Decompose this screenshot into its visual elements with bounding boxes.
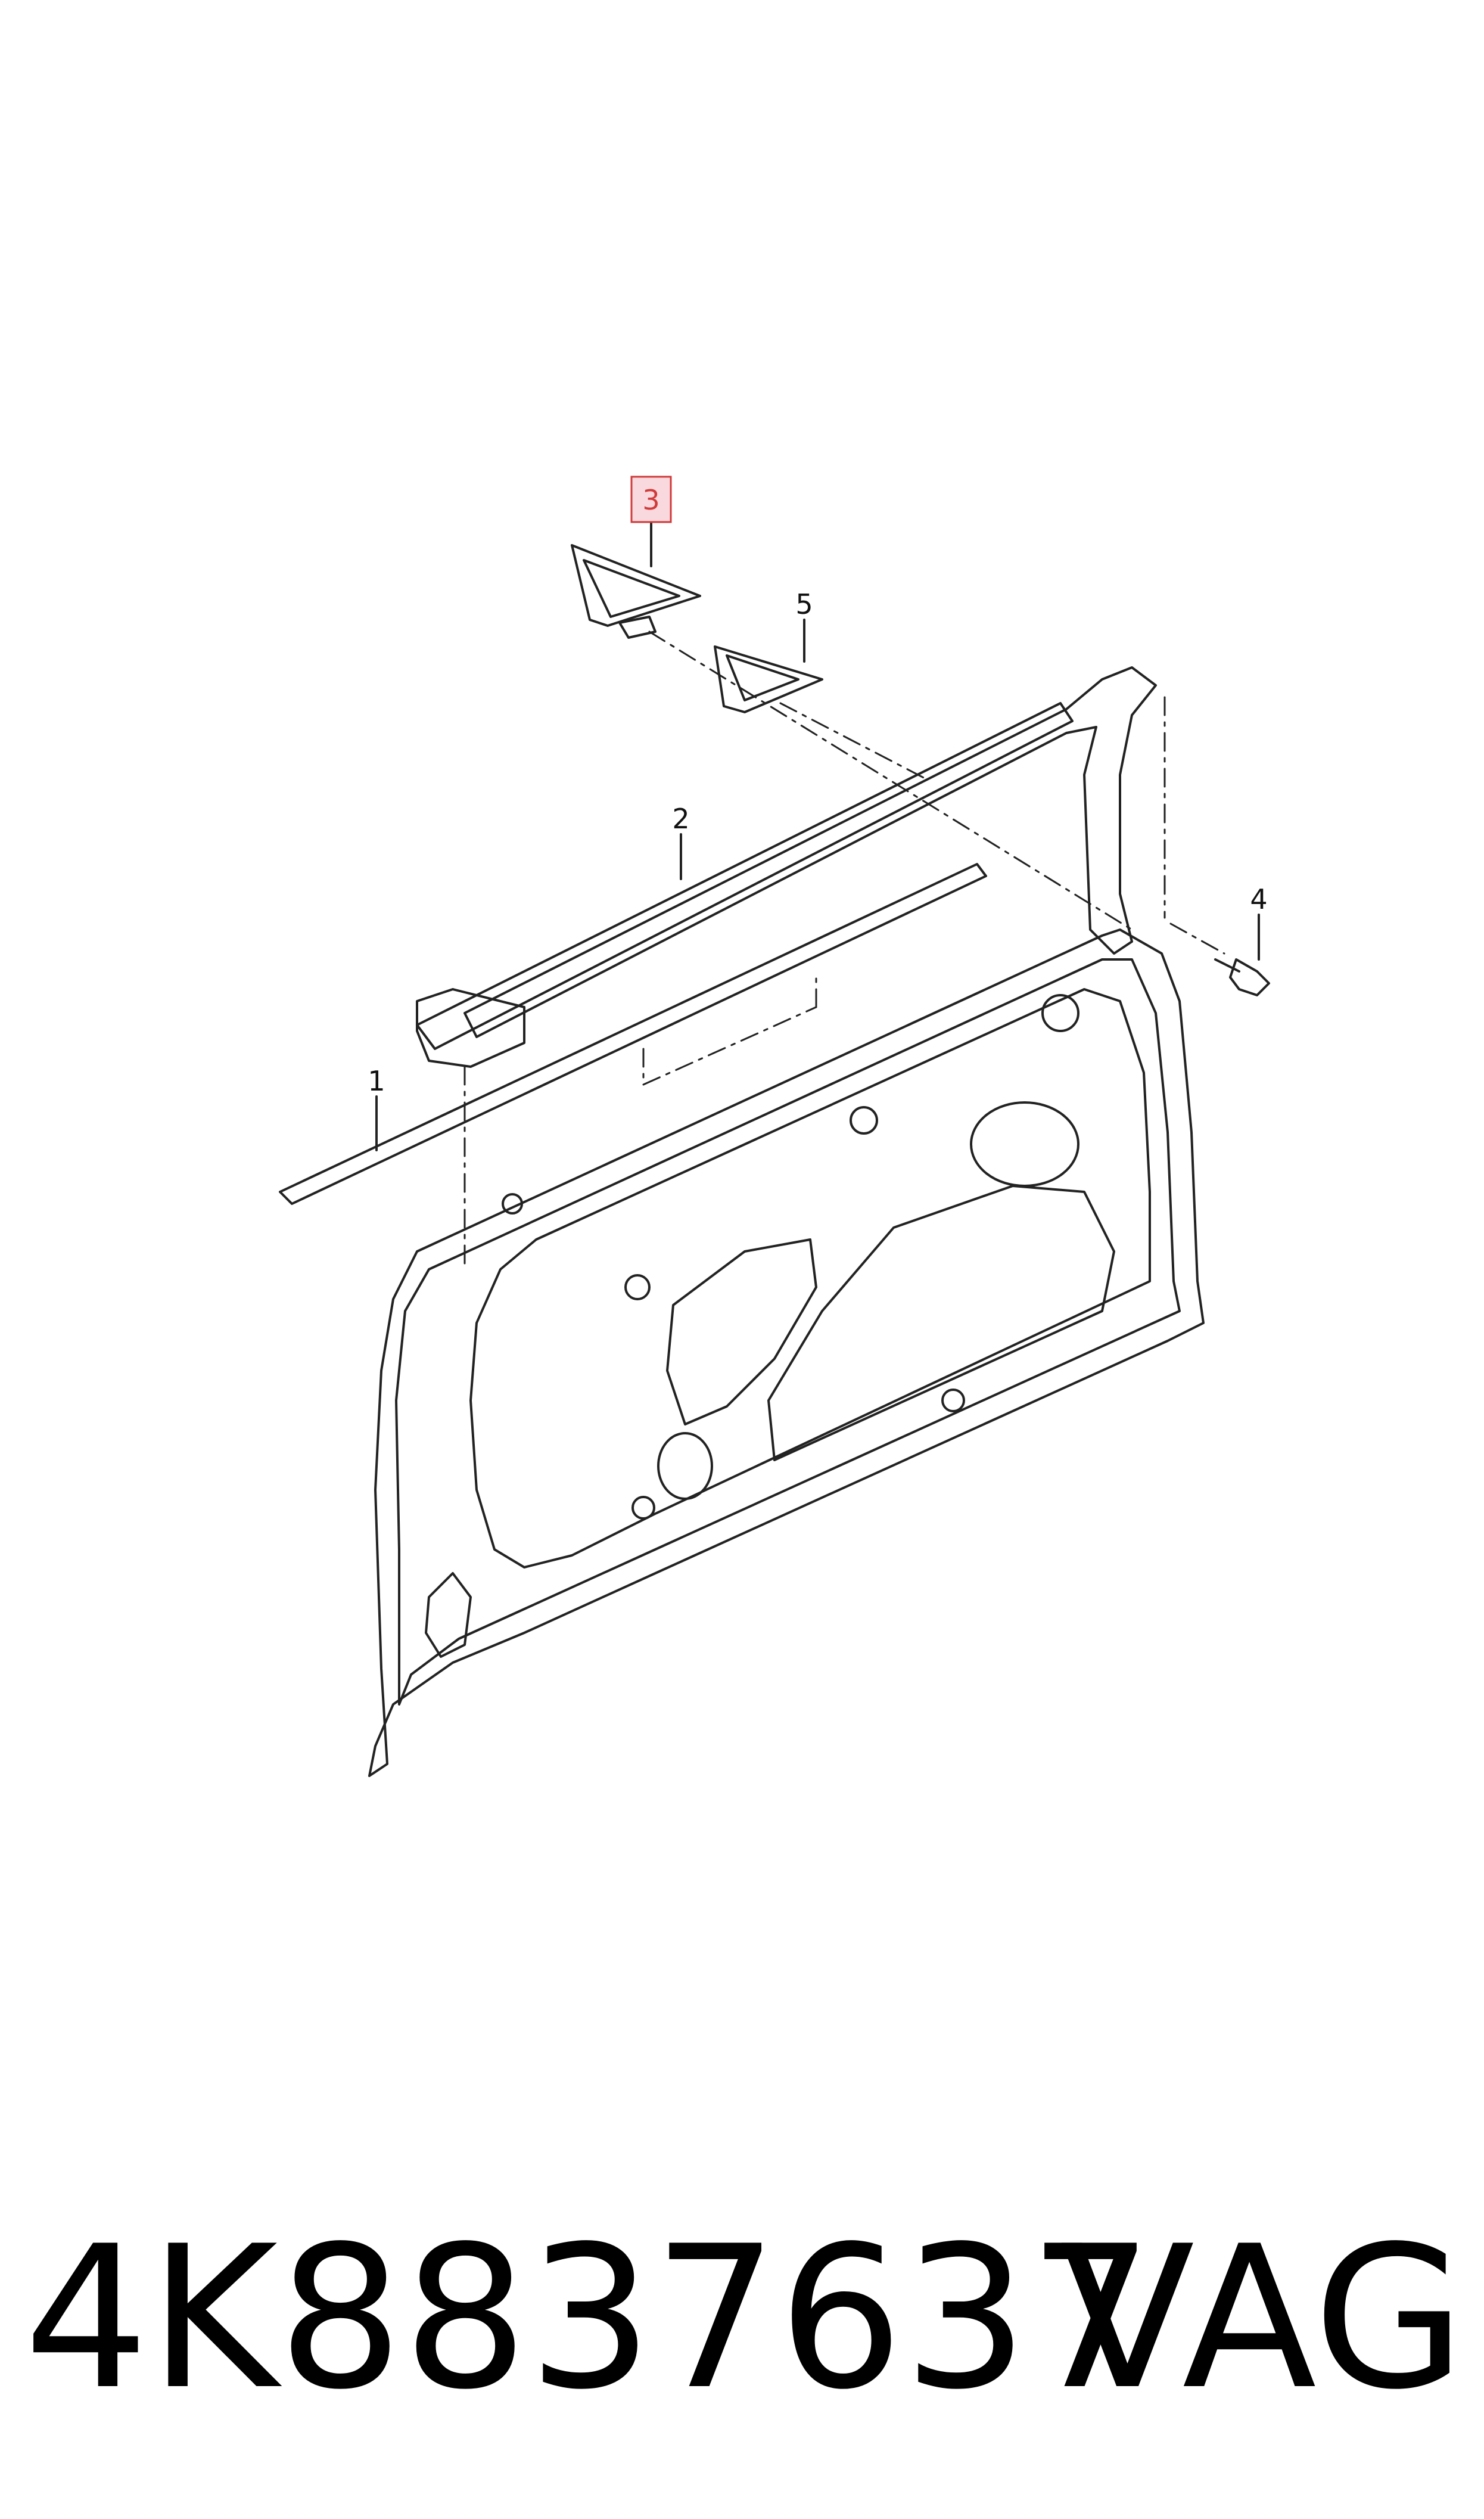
callout-label-1: 1 — [368, 1065, 385, 1097]
window-frame — [463, 666, 1157, 1038]
door-shell-inner-edge — [395, 958, 1181, 1706]
hole-f — [502, 1193, 523, 1215]
assembly-line-a — [648, 630, 1133, 931]
part-3-clip — [618, 616, 657, 639]
callout-label-2: 2 — [672, 803, 689, 835]
hole-a — [850, 1106, 878, 1135]
assembly-line-b — [779, 702, 931, 782]
door-shell-outline — [368, 928, 1205, 1777]
hole-d — [631, 1496, 655, 1520]
hole-b — [1041, 994, 1079, 1032]
part-2-end-cap — [416, 988, 525, 1068]
brand-name: VAG — [1060, 2204, 1466, 2433]
part-4-screw — [1229, 958, 1270, 996]
part-2-outer-seal — [416, 702, 1074, 1050]
speaker-mount — [970, 1101, 1079, 1187]
callout-label-4: 4 — [1250, 883, 1267, 915]
part-3-triangle-inner — [583, 559, 680, 618]
lower-port — [657, 1432, 713, 1500]
part-number-line: 4K8837637 VAG — [24, 2193, 1466, 2443]
door-inner-panel — [469, 988, 1151, 1568]
part-5-triangle-inner — [726, 654, 799, 701]
part-number: 4K8837637 — [24, 2204, 1154, 2433]
hole-e — [941, 1389, 965, 1412]
assembly-line-f — [642, 1006, 817, 1086]
part-3-triangle-cover — [571, 544, 701, 627]
callout-label-5: 5 — [795, 588, 813, 620]
part-4-screw-shank — [1214, 958, 1240, 973]
door-center-opening — [666, 1238, 817, 1425]
lower-pocket — [425, 1572, 472, 1658]
callout-label-3: 3 — [642, 484, 659, 516]
callout-3-highlight — [630, 476, 672, 523]
hole-c — [624, 1274, 651, 1300]
part-1-inner-strip — [279, 863, 987, 1205]
part-5-triangle-seal — [714, 645, 823, 713]
assembly-line-h — [1169, 923, 1225, 955]
